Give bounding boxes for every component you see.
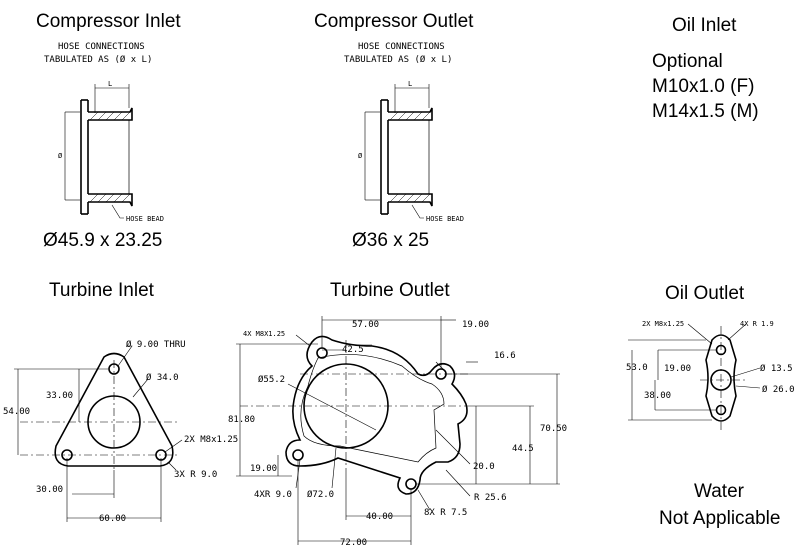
- oil-outlet-dia-26: Ø 26.0: [762, 384, 795, 395]
- turbine-outlet-dim-81-8: 81.80: [228, 415, 255, 425]
- turbine-outlet-dim-44-5: 44.5: [512, 444, 534, 454]
- turbine-outlet-thread-label: 4X M8X1.25: [243, 330, 285, 338]
- turbine-outlet-dim-72: 72.00: [340, 538, 367, 548]
- turbine-outlet-dim-19: 19.00: [462, 320, 489, 330]
- oil-outlet-dim-53: 53.0: [626, 363, 648, 373]
- turbine-outlet-radius-25-6: R 25.6: [474, 493, 507, 503]
- turbine-inlet-dim-60: 60.00: [99, 514, 126, 524]
- oil-outlet-title: Oil Outlet: [665, 283, 745, 304]
- oil-inlet-title: Oil Inlet: [672, 15, 737, 36]
- compressor-inlet-note-1: HOSE CONNECTIONS: [58, 42, 145, 52]
- compressor-inlet-dim-dia: Ø: [58, 152, 63, 160]
- compressor-inlet-section: Compressor Inlet HOSE CONNECTIONS TABULA…: [36, 11, 181, 251]
- turbine-outlet-dia-72: Ø72.0: [307, 489, 334, 500]
- water-note: Not Applicable: [659, 508, 780, 529]
- compressor-outlet-size: Ø36 x 25: [352, 230, 429, 251]
- compressor-outlet-hose-figure: L Ø HOSE BEAD: [358, 80, 464, 223]
- turbine-outlet-dim-70-5: 70.50: [540, 424, 567, 434]
- turbine-outlet-flange-figure: [236, 316, 560, 545]
- turbine-inlet-bore-label: Ø 34.0: [146, 372, 179, 383]
- water-title: Water: [694, 481, 745, 502]
- turbine-inlet-section: Turbine Inlet: [3, 280, 238, 524]
- turbine-inlet-thru-label: Ø 9.00 THRU: [126, 339, 186, 350]
- oil-outlet-dim-38: 38.00: [644, 391, 671, 401]
- compressor-outlet-title: Compressor Outlet: [314, 11, 474, 32]
- turbine-inlet-flange-figure: [14, 345, 183, 522]
- turbine-inlet-dim-54: 54.00: [3, 407, 30, 417]
- oil-outlet-dim-19: 19.00: [664, 364, 691, 374]
- oil-outlet-section: Oil Outlet 2X M8x1.25 4X R 1.9 53.0 19.0…: [626, 283, 795, 430]
- oil-outlet-radius-label: 4X R 1.9: [740, 320, 774, 328]
- oil-inlet-line-1: Optional: [652, 51, 723, 72]
- compressor-outlet-bead-label: HOSE BEAD: [426, 215, 464, 223]
- turbine-outlet-dim-16-6: 16.6: [494, 351, 516, 361]
- turbine-outlet-dim-19b: 19.00: [250, 464, 277, 474]
- compressor-outlet-note-1: HOSE CONNECTIONS: [358, 42, 445, 52]
- turbine-outlet-title: Turbine Outlet: [330, 280, 450, 301]
- oil-outlet-thread-label: 2X M8x1.25: [642, 320, 684, 328]
- compressor-inlet-dim-l: L: [108, 80, 112, 88]
- compressor-inlet-size: Ø45.9 x 23.25: [43, 230, 162, 251]
- compressor-outlet-dim-l: L: [408, 80, 412, 88]
- turbine-inlet-dim-30: 30.00: [36, 485, 63, 495]
- compressor-inlet-bead-label: HOSE BEAD: [126, 215, 164, 223]
- oil-outlet-dia-13-5: Ø 13.5: [760, 363, 793, 374]
- compressor-inlet-note-2: TABULATED AS (Ø x L): [44, 54, 152, 65]
- turbine-outlet-radius-4x: 4XR 9.0: [254, 490, 292, 500]
- turbine-outlet-radius-8x: 8X R 7.5: [424, 508, 467, 518]
- turbine-outlet-dim-57: 57.00: [352, 320, 379, 330]
- oil-inlet-line-3: M14x1.5 (M): [652, 101, 759, 122]
- turbine-inlet-thread-label: 2X M8x1.25: [184, 435, 238, 445]
- turbine-outlet-dim-42-5: 42.5: [342, 345, 364, 355]
- turbine-inlet-title: Turbine Inlet: [49, 280, 155, 301]
- turbine-outlet-dim-40: 40.00: [366, 512, 393, 522]
- compressor-outlet-dim-dia: Ø: [358, 152, 363, 160]
- oil-inlet-section: Oil Inlet Optional M10x1.0 (F) M14x1.5 (…: [652, 15, 759, 122]
- compressor-outlet-section: Compressor Outlet HOSE CONNECTIONS TABUL…: [314, 11, 474, 251]
- turbine-outlet-dim-20: 20.0: [473, 462, 495, 472]
- turbine-outlet-section: Turbine Outlet: [228, 280, 567, 548]
- compressor-inlet-hose-figure: L Ø HOSE BEAD: [58, 80, 164, 223]
- oil-inlet-line-2: M10x1.0 (F): [652, 76, 754, 97]
- turbine-outlet-dia-55-2: Ø55.2: [258, 374, 285, 385]
- compressor-outlet-note-2: TABULATED AS (Ø x L): [344, 54, 452, 65]
- water-section: Water Not Applicable: [659, 481, 780, 529]
- turbine-inlet-dim-33: 33.00: [46, 391, 73, 401]
- oil-outlet-flange-figure: [628, 323, 761, 430]
- compressor-inlet-title: Compressor Inlet: [36, 11, 181, 32]
- turbine-inlet-radius-label: 3X R 9.0: [174, 470, 217, 480]
